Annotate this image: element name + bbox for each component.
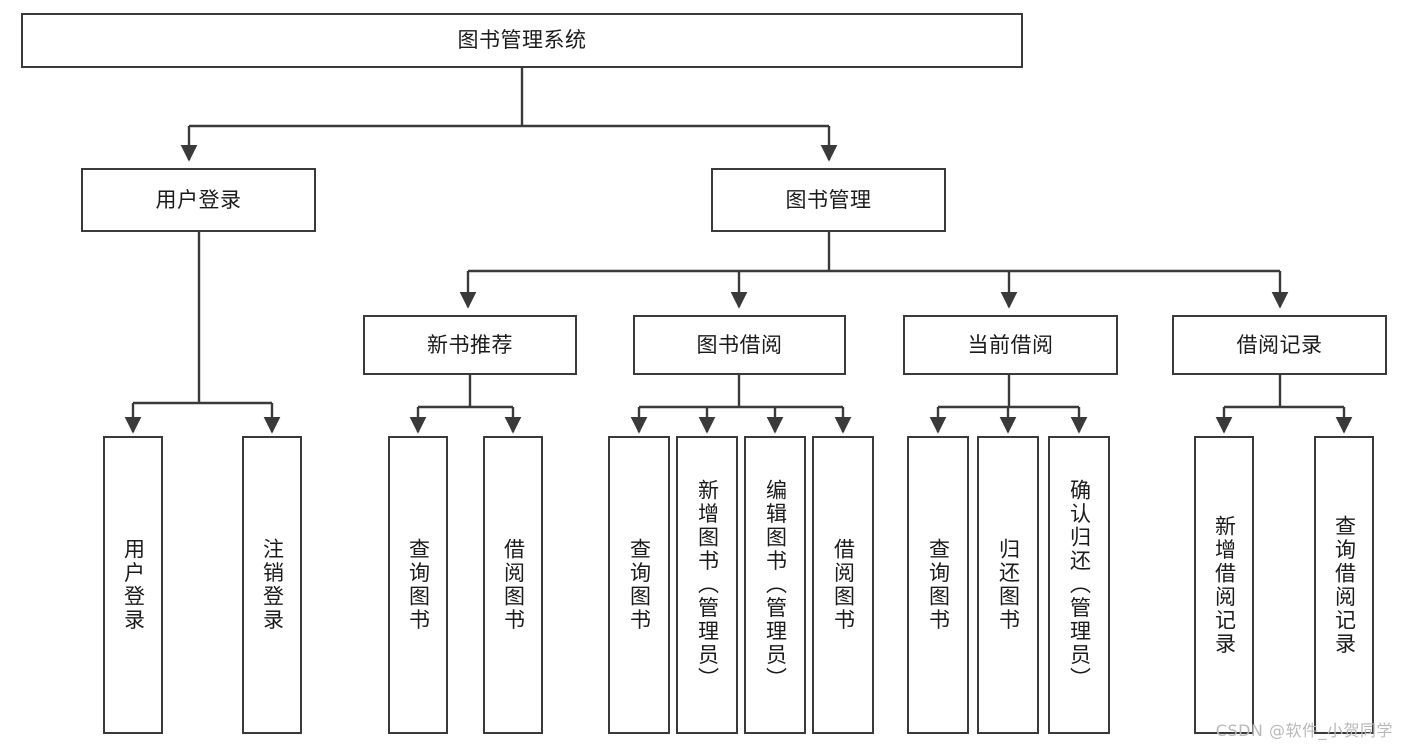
node-leaf-return-book[interactable]: 归还图书 — [977, 436, 1039, 734]
node-leaf-confirm-return-admin[interactable]: 确认归还（管理员） — [1048, 436, 1110, 734]
node-leaf-add-book-admin[interactable]: 新增图书（管理员） — [676, 436, 738, 734]
node-label: 查询图书 — [926, 538, 951, 632]
node-leaf-query-book-current[interactable]: 查询图书 — [907, 436, 969, 734]
node-label: 新增借阅记录 — [1212, 514, 1237, 656]
node-book-management[interactable]: 图书管理 — [711, 168, 946, 232]
node-leaf-edit-book-admin[interactable]: 编辑图书（管理员） — [744, 436, 806, 734]
watermark-text: CSDN @软件_小贺同学 — [1215, 721, 1393, 740]
node-book-management-system[interactable]: 图书管理系统 — [21, 13, 1023, 68]
node-label: 归还图书 — [996, 538, 1021, 632]
node-new-book-recommendation[interactable]: 新书推荐 — [363, 315, 577, 375]
node-label: 用户登录 — [121, 538, 146, 632]
node-label: 查询图书 — [406, 538, 431, 632]
node-label: 借阅记录 — [1236, 332, 1323, 357]
node-label: 借阅图书 — [831, 538, 856, 632]
node-leaf-user-login[interactable]: 用户登录 — [103, 436, 163, 734]
node-label: 新书推荐 — [427, 332, 513, 357]
node-label: 查询图书 — [627, 538, 652, 632]
node-leaf-add-borrow-record[interactable]: 新增借阅记录 — [1194, 436, 1254, 734]
node-label: 图书管理系统 — [457, 28, 587, 53]
node-leaf-query-borrow-record[interactable]: 查询借阅记录 — [1314, 436, 1374, 734]
node-leaf-borrow-book-rec[interactable]: 借阅图书 — [483, 436, 543, 734]
node-leaf-query-book-rec[interactable]: 查询图书 — [388, 436, 448, 734]
node-label: 查询借阅记录 — [1332, 514, 1357, 656]
node-label: 当前借阅 — [967, 332, 1054, 357]
node-label: 注销登录 — [260, 538, 285, 632]
node-user-login[interactable]: 用户登录 — [81, 168, 316, 232]
node-label: 图书借阅 — [696, 332, 783, 357]
node-label: 图书管理 — [785, 187, 872, 212]
node-label: 编辑图书（管理员） — [763, 479, 788, 691]
node-label: 借阅图书 — [501, 538, 526, 632]
node-label: 新增图书（管理员） — [695, 479, 720, 691]
node-book-borrowing[interactable]: 图书借阅 — [633, 315, 846, 375]
node-leaf-borrow-book[interactable]: 借阅图书 — [812, 436, 874, 734]
node-label: 确认归还（管理员） — [1067, 479, 1092, 691]
node-borrowing-records[interactable]: 借阅记录 — [1172, 315, 1387, 375]
node-leaf-logout[interactable]: 注销登录 — [242, 436, 302, 734]
node-label: 用户登录 — [155, 187, 242, 212]
node-current-borrowing[interactable]: 当前借阅 — [903, 315, 1118, 375]
node-leaf-query-book-borrow[interactable]: 查询图书 — [608, 436, 670, 734]
